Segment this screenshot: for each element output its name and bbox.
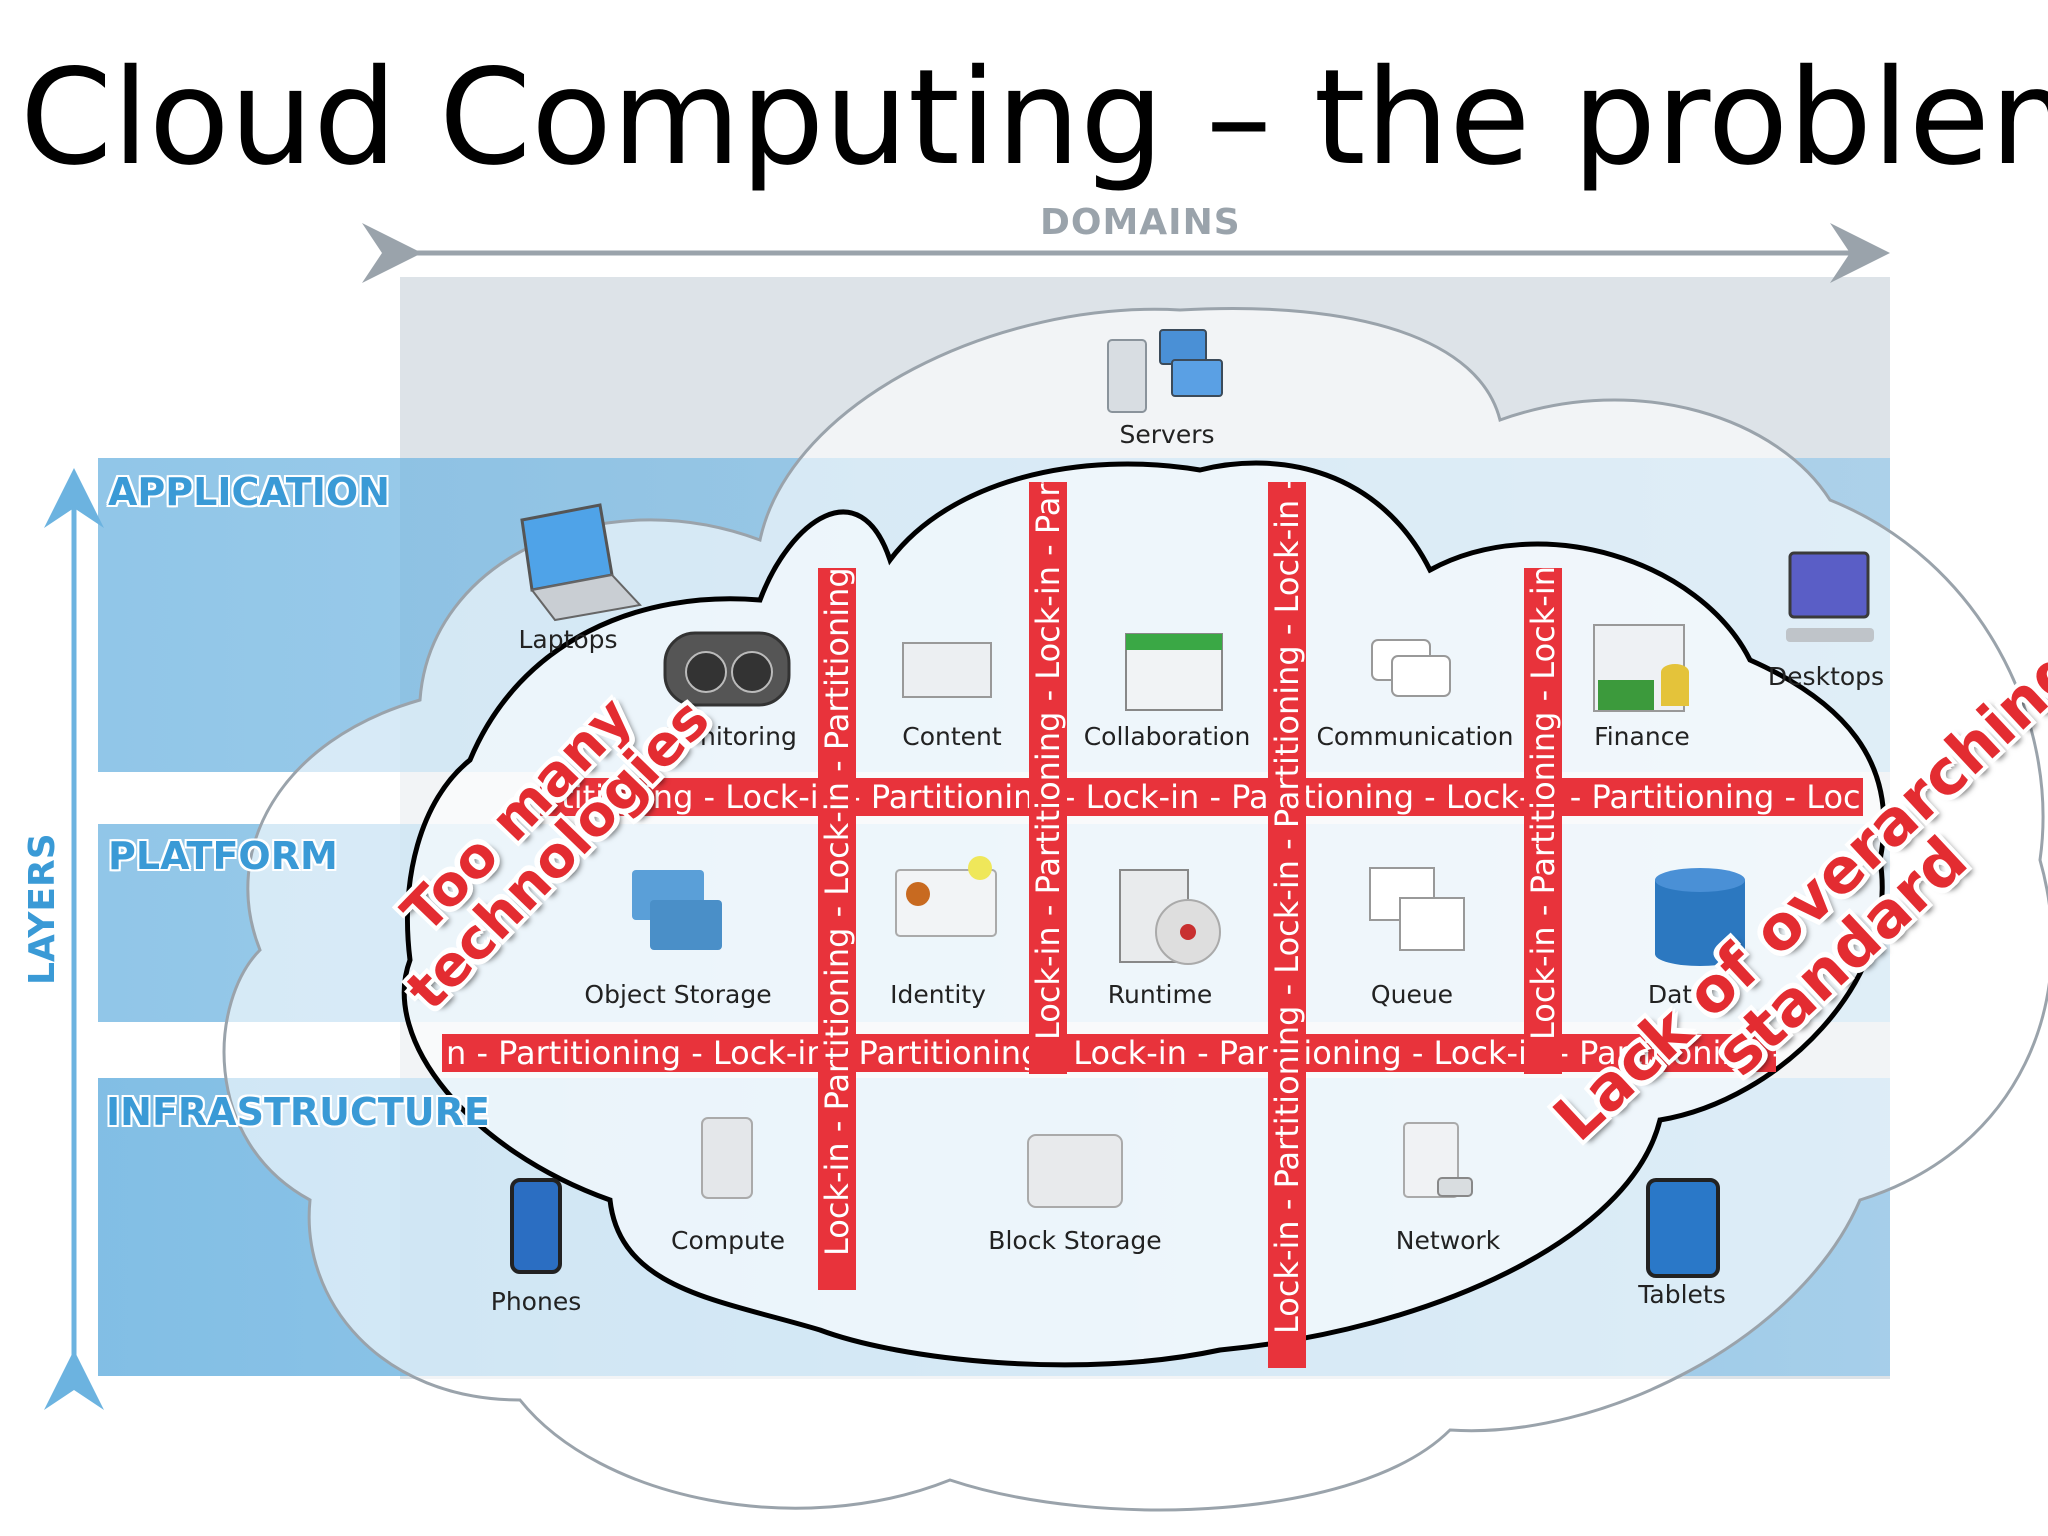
infrastructure-layer-label: INFRASTRUCTURE — [106, 1090, 490, 1134]
compute-icon — [701, 1117, 753, 1199]
server-icon — [1107, 329, 1223, 413]
lockin-band-vertical-4-text: Lock-in - Partitioning - Lock-in - Parti… — [1524, 568, 1562, 1040]
queue-label: Queue — [1370, 980, 1454, 1009]
identity-label: Identity — [890, 980, 986, 1009]
database-icon — [1655, 868, 1745, 966]
database-label: Dat — [1647, 980, 1693, 1009]
lockin-band-vertical-2-text: Lock-in - Partitioning - Lock-in - Parti… — [1029, 482, 1067, 1040]
lockin-band-vertical-4: Lock-in - Partitioning - Lock-in - Parti… — [1524, 568, 1562, 1074]
lockin-band-vertical-1-text: Lock-in - Partitioning - Lock-in - Parti… — [818, 568, 856, 1256]
collaboration-label: Collaboration — [1083, 722, 1251, 751]
runtime-label: Runtime — [1107, 980, 1213, 1009]
laptops-label: Laptops — [518, 625, 618, 654]
desktop-icon — [1786, 551, 1874, 642]
phone-icon — [510, 1178, 562, 1274]
lockin-band-vertical-3: Lock-in - Partitioning - Lock-in - Parti… — [1268, 482, 1306, 1368]
finance-icon — [1593, 624, 1689, 712]
layers-axis-label: LAYERS — [22, 833, 63, 985]
identity-icon — [895, 856, 997, 937]
content-label: Content — [902, 722, 1002, 751]
page-title: Cloud Computing – the problem — [20, 41, 2048, 195]
compute-label: Compute — [670, 1226, 786, 1255]
block-storage-icon — [1027, 1134, 1123, 1208]
communication-label: Communication — [1316, 722, 1514, 751]
monitoring-icon — [663, 631, 791, 707]
tablet-icon — [1646, 1178, 1720, 1278]
network-label: Network — [1395, 1226, 1501, 1255]
monitoring-label: Monitoring — [663, 722, 797, 751]
content-icon — [902, 642, 992, 698]
laptop-icon — [520, 503, 642, 622]
lockin-band-top: rtitioning - Lock-in - Partitioning - Lo… — [540, 778, 1863, 816]
object-storage-label: Object Storage — [584, 980, 772, 1009]
tablets-label: Tablets — [1638, 1280, 1726, 1309]
platform-layer-label: PLATFORM — [108, 834, 338, 878]
lockin-band-vertical-3-text: Lock-in - Partitioning - Lock-in - Parti… — [1268, 482, 1306, 1334]
domains-axis-label: DOMAINS — [1040, 202, 1241, 243]
finance-label: Finance — [1594, 722, 1690, 751]
lockin-band-top-text: rtitioning - Lock-in - Partitioning - Lo… — [548, 778, 1863, 816]
object-storage-icon — [632, 870, 722, 950]
servers-label: Servers — [1119, 420, 1215, 449]
lockin-band-vertical-2: Lock-in - Partitioning - Lock-in - Parti… — [1029, 482, 1067, 1074]
collaboration-icon — [1125, 633, 1223, 711]
runtime-icon — [1119, 869, 1221, 965]
lockin-band-vertical-1: Lock-in - Partitioning - Lock-in - Parti… — [818, 568, 856, 1290]
block-storage-label: Block Storage — [988, 1226, 1162, 1255]
network-icon — [1403, 1122, 1473, 1198]
phones-label: Phones — [490, 1287, 582, 1316]
communication-icon — [1371, 639, 1451, 697]
desktops-label: Desktops — [1767, 662, 1885, 691]
application-layer-label: APPLICATION — [108, 470, 390, 514]
queue-icon — [1369, 867, 1465, 951]
